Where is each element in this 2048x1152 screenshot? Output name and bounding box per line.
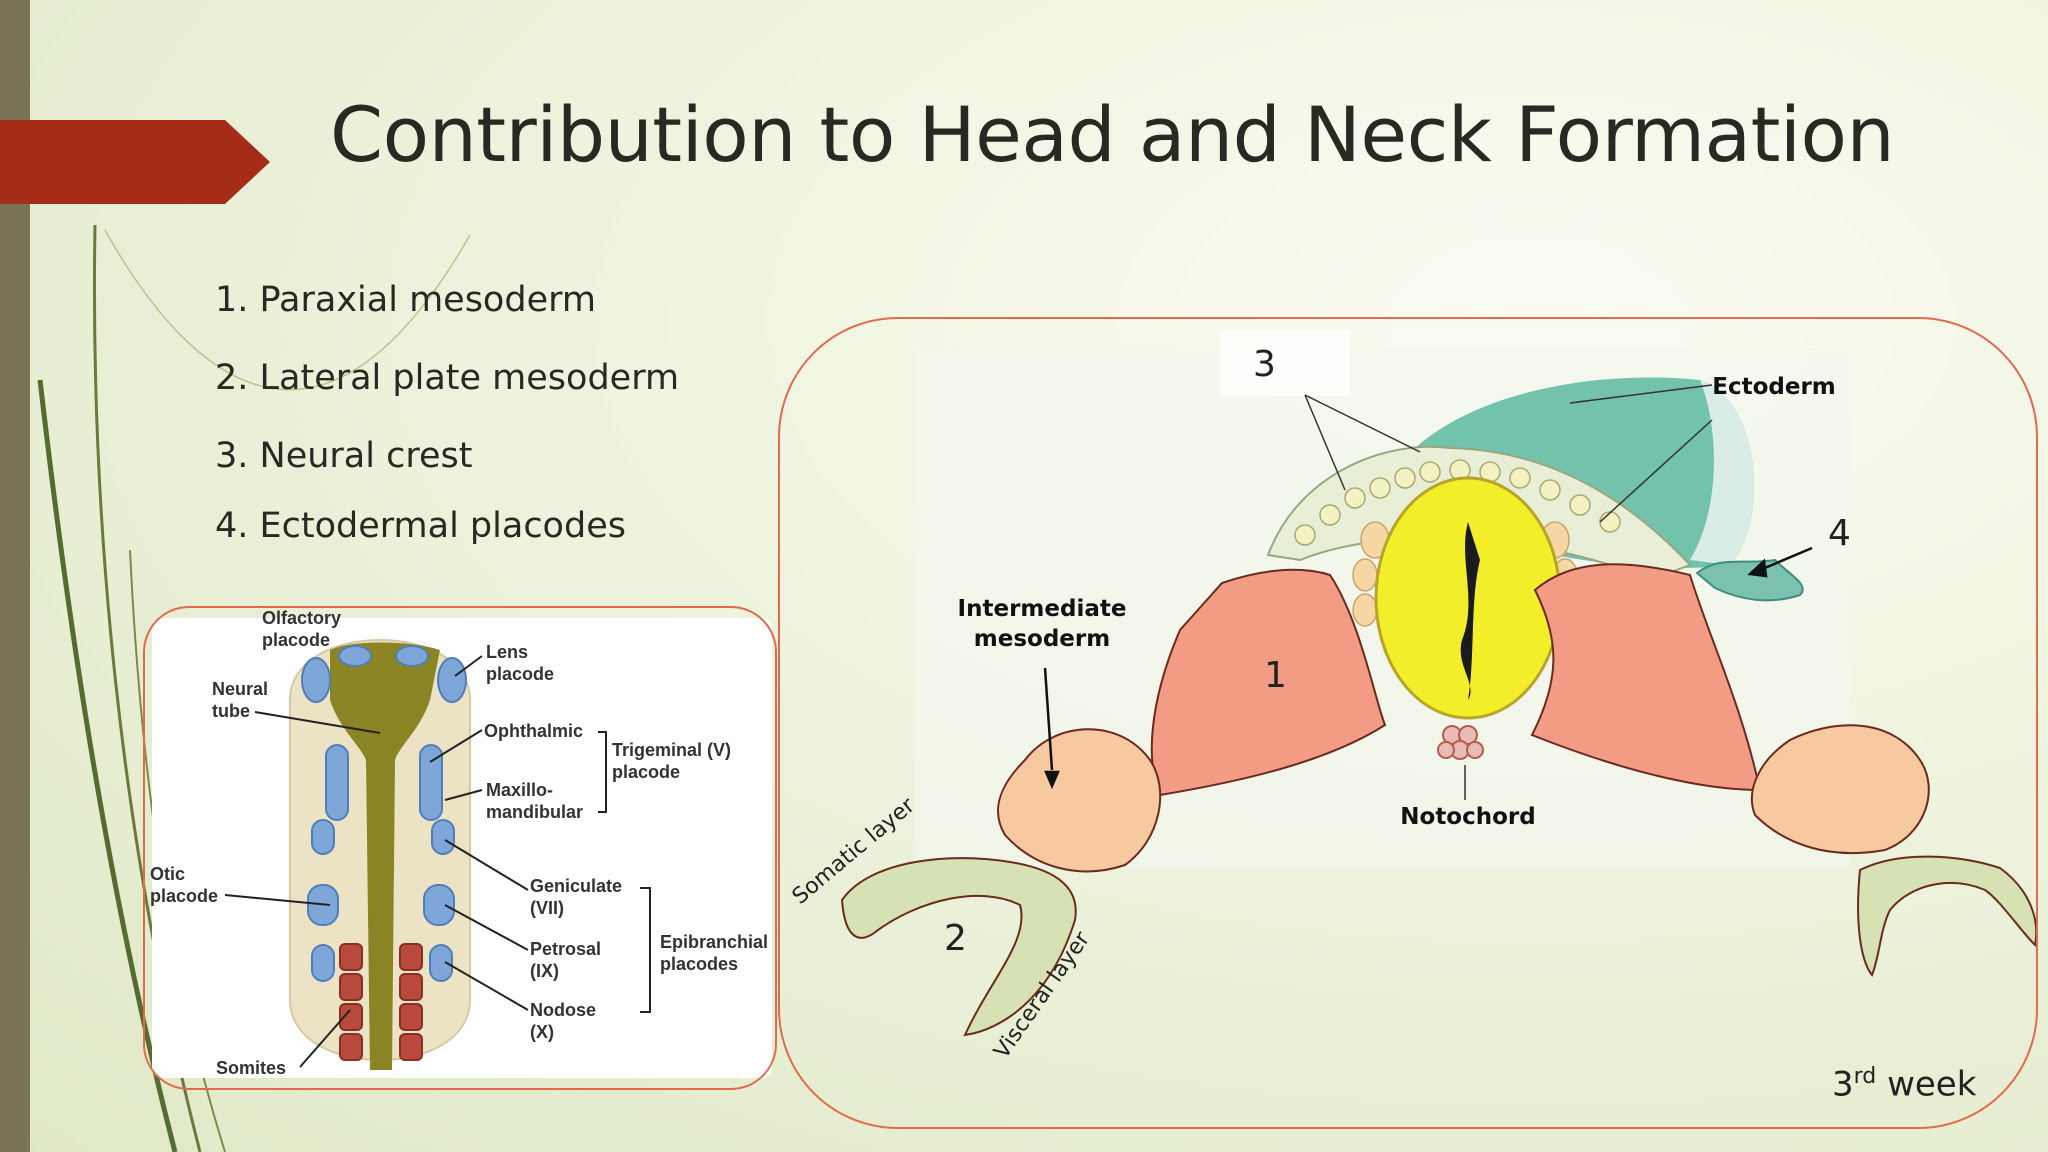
title-arrow-decoration	[0, 120, 270, 204]
list-item-lateral-plate: 2. Lateral plate mesoderm	[215, 358, 680, 398]
label-maxillo: Maxillo-	[486, 780, 553, 800]
embryo-figure-frame	[778, 317, 2038, 1129]
label-ophthalmic: Ophthalmic	[484, 721, 583, 741]
label-mesoderm: mesoderm	[974, 626, 1110, 652]
label-petrosal-num: (IX)	[530, 961, 559, 981]
label-lens: Lens	[486, 642, 528, 662]
label-somites: Somites	[216, 1058, 286, 1078]
label-lens-placode: placode	[486, 664, 554, 684]
week-text: week	[1876, 1064, 1977, 1105]
label-ectoderm: Ectoderm	[1712, 374, 1836, 400]
label-1: 1	[1264, 655, 1287, 696]
label-2: 2	[944, 918, 967, 959]
label-nodose-num: (X)	[530, 1022, 554, 1042]
label-otic-placode: placode	[150, 886, 218, 906]
label-notochord: Notochord	[1400, 804, 1535, 830]
label-trigeminal-placode: placode	[612, 762, 680, 782]
label-nodose: Nodose	[530, 1000, 596, 1020]
label-intermediate: Intermediate	[958, 596, 1127, 622]
label-olfactory: Olfactory	[262, 608, 341, 628]
list-item-paraxial: 1. Paraxial mesoderm	[215, 280, 596, 320]
list-item-neural-crest: 3. Neural crest	[215, 436, 473, 476]
slide-title: Contribution to Head and Neck Formation	[330, 90, 1895, 179]
label-trigeminal: Trigeminal (V)	[612, 740, 731, 760]
label-neural-tube: tube	[212, 701, 250, 721]
label-olfactory-placode: placode	[262, 630, 330, 650]
label-epibranchial: Epibranchial	[660, 932, 768, 952]
week-ordinal-suffix: rd	[1853, 1064, 1877, 1089]
label-neural: Neural	[212, 679, 268, 699]
placode-figure-frame	[143, 606, 777, 1090]
label-otic: Otic	[150, 864, 185, 884]
label-mandibular: mandibular	[486, 802, 583, 822]
contribution-list: 1. Paraxial mesoderm 2. Lateral plate me…	[215, 282, 679, 586]
label-4: 4	[1828, 513, 1851, 554]
label-epibranchial-placodes: placodes	[660, 954, 738, 974]
label-3: 3	[1253, 344, 1276, 385]
label-petrosal: Petrosal	[530, 939, 601, 959]
week-number: 3	[1832, 1064, 1854, 1105]
label-geniculate: Geniculate	[530, 876, 622, 896]
list-item-ectodermal-placodes: 4. Ectodermal placodes	[215, 506, 626, 546]
label-geniculate-num: (VII)	[530, 898, 564, 918]
week-label: 3rd week	[1832, 1064, 1976, 1104]
